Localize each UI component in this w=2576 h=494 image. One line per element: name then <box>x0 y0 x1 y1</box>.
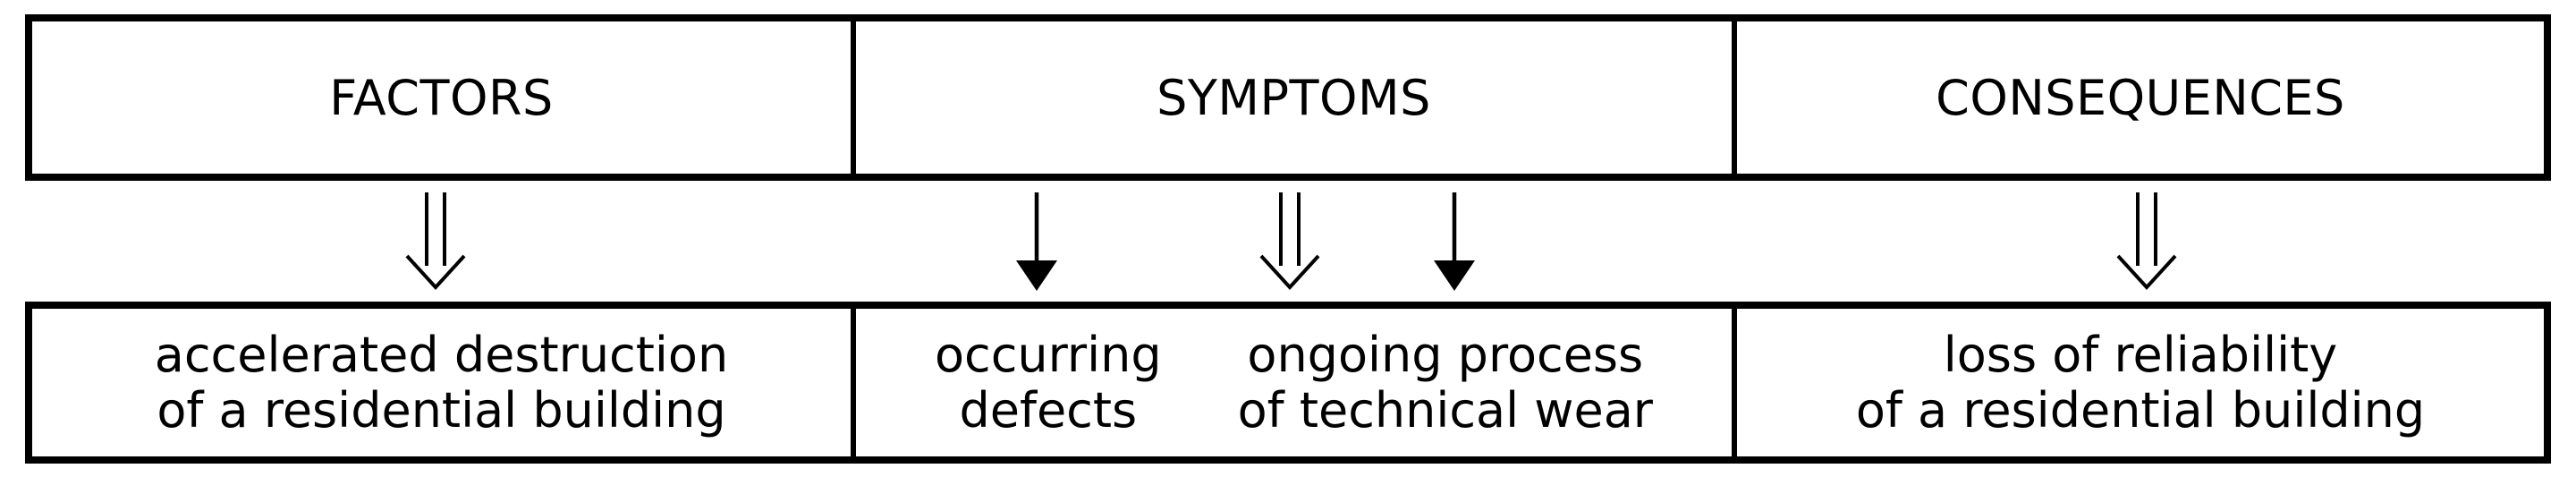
text-line: ongoing process <box>1247 326 1644 383</box>
result-row: accelerated destruction of a residential… <box>25 302 2551 464</box>
down-arrow-solid-icon <box>1016 192 1057 291</box>
down-arrow-double-icon <box>1259 192 1320 290</box>
result-text-factors: accelerated destruction of a residential… <box>154 326 729 439</box>
header-cell-factors: FACTORS <box>32 21 851 174</box>
text-line: loss of reliability <box>1943 326 2338 383</box>
down-arrow-double-icon <box>405 192 466 290</box>
header-label-symptoms: SYMPTOMS <box>1157 69 1431 126</box>
header-cell-consequences: CONSEQUENCES <box>1732 21 2544 174</box>
text-line: defects <box>959 381 1138 439</box>
header-label-consequences: CONSEQUENCES <box>1936 69 2345 126</box>
down-arrow-double-icon <box>2116 192 2177 290</box>
result-cell-factors: accelerated destruction of a residential… <box>32 309 851 456</box>
header-label-factors: FACTORS <box>329 69 554 126</box>
header-cell-symptoms: SYMPTOMS <box>851 21 1732 174</box>
text-line: of a residential building <box>1855 381 2426 439</box>
result-text-consequences: loss of reliability of a residential bui… <box>1855 326 2426 439</box>
text-line: of a residential building <box>157 381 726 439</box>
result-cell-symptoms: occurring defects ongoing process of tec… <box>851 309 1732 456</box>
text-line: of technical wear <box>1237 381 1653 439</box>
result-cell-consequences: loss of reliability of a residential bui… <box>1732 309 2544 456</box>
result-text-technical-wear: ongoing process of technical wear <box>1237 326 1653 439</box>
text-line: accelerated destruction <box>154 326 729 383</box>
symptoms-result-pair: occurring defects ongoing process of tec… <box>935 326 1653 439</box>
text-line: occurring <box>935 326 1162 383</box>
result-text-occurring-defects: occurring defects <box>935 326 1162 439</box>
down-arrow-solid-icon <box>1434 192 1475 291</box>
header-row: FACTORS SYMPTOMS CONSEQUENCES <box>25 14 2551 181</box>
